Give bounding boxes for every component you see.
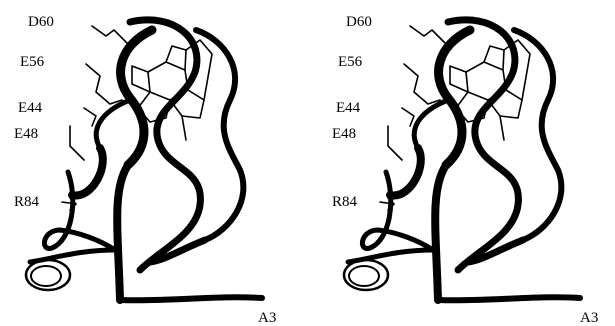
label-r84: R84 xyxy=(14,194,40,210)
label-e48: E48 xyxy=(332,126,356,142)
label-d60: D60 xyxy=(28,14,54,30)
left-ribbon xyxy=(26,20,262,300)
label-e56: E56 xyxy=(338,54,363,70)
label-e48: E48 xyxy=(14,126,38,142)
label-e44: E44 xyxy=(18,100,43,116)
label-e44: E44 xyxy=(336,100,361,116)
label-d60: D60 xyxy=(346,14,372,30)
label-e56: E56 xyxy=(20,54,45,70)
right-panel: D60 E56 E44 E48 R84 A3 xyxy=(332,14,598,326)
label-a3: A3 xyxy=(580,310,598,326)
label-r84: R84 xyxy=(332,194,358,210)
label-a3: A3 xyxy=(258,310,276,326)
left-panel: D60 E56 E44 E48 R84 A3 xyxy=(14,14,276,326)
right-ribbon xyxy=(344,20,580,300)
